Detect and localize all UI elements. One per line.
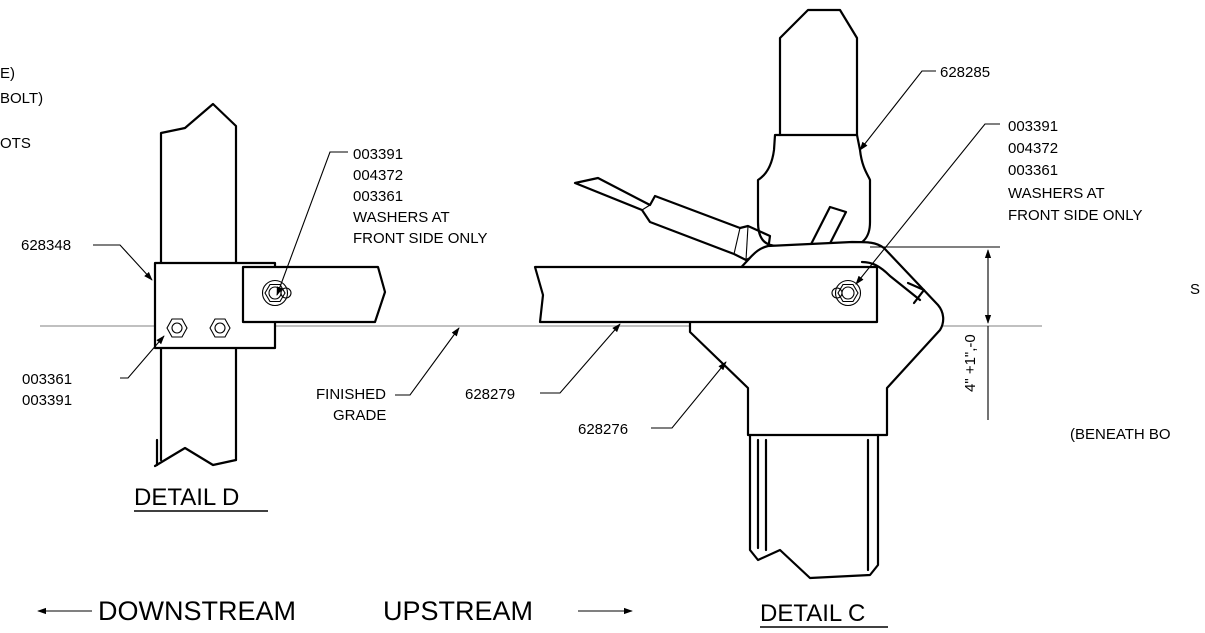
- callout-line: 003361: [1008, 162, 1058, 179]
- upstream-label: UPSTREAM: [383, 596, 533, 626]
- leader-628348: [93, 244, 153, 281]
- callout-line: FRONT SIDE ONLY: [353, 230, 487, 247]
- right-cut-text-s: S: [1190, 281, 1200, 298]
- detail-d-lower-nut-left-icon: [166, 318, 188, 338]
- detail-d-post: [153, 102, 238, 468]
- leader-628285: [859, 70, 936, 151]
- detail-c-bolt-icon: [831, 279, 862, 307]
- detail-d-rail: [241, 265, 387, 324]
- leader-d-bolt: [276, 151, 348, 296]
- finished-grade-label-2: GRADE: [333, 407, 386, 424]
- finished-grade-label-1: FINISHED: [316, 386, 386, 403]
- detail-d-lower-nut-right-icon: [209, 318, 231, 338]
- detail-c-terminal-head: [756, 8, 872, 248]
- height-dimension: [870, 246, 1000, 420]
- leader-d-lower: [120, 335, 165, 379]
- callout-line: 003391: [353, 146, 403, 163]
- label-628276: 628276: [578, 421, 628, 438]
- detail-c-title: DETAIL C: [760, 600, 865, 627]
- label-628279: 628279: [465, 386, 515, 403]
- leader-finished-grade: [395, 327, 460, 396]
- leader-c-bolt: [855, 123, 1000, 285]
- callout-line: WASHERS AT: [353, 209, 450, 226]
- downstream-label: DOWNSTREAM: [98, 596, 296, 626]
- height-dimension-text: 4" +1",-0: [962, 334, 979, 392]
- callout-line: 004372: [353, 167, 403, 184]
- label-628285: 628285: [940, 64, 990, 81]
- callout-line: FRONT SIDE ONLY: [1008, 207, 1142, 224]
- callout-line: 004372: [1008, 140, 1058, 157]
- detail-c-rail: [533, 265, 879, 324]
- detail-c-cable: [573, 176, 772, 262]
- left-cut-text-2: BOLT): [0, 90, 43, 107]
- left-cut-text-3: OTS: [0, 135, 31, 152]
- detail-c-bolt-callout: 003391 004372 003361 WASHERS AT FRONT SI…: [1008, 118, 1142, 224]
- leader-628276: [651, 361, 727, 429]
- detail-d-title: DETAIL D: [134, 484, 239, 511]
- label-003361-lower: 003361: [22, 371, 72, 388]
- left-cut-text-1: E): [0, 65, 15, 82]
- right-cut-text-beneath: (BENEATH BO: [1070, 426, 1171, 443]
- detail-d-bolt-callout: 003391 004372 003361 WASHERS AT FRONT SI…: [353, 146, 487, 247]
- label-628348: 628348: [21, 237, 71, 254]
- callout-line: 003391: [1008, 118, 1058, 135]
- callout-line: WASHERS AT: [1008, 185, 1105, 202]
- leader-628279: [540, 323, 621, 394]
- callout-line: 003361: [353, 188, 403, 205]
- label-003391-lower: 003391: [22, 392, 72, 409]
